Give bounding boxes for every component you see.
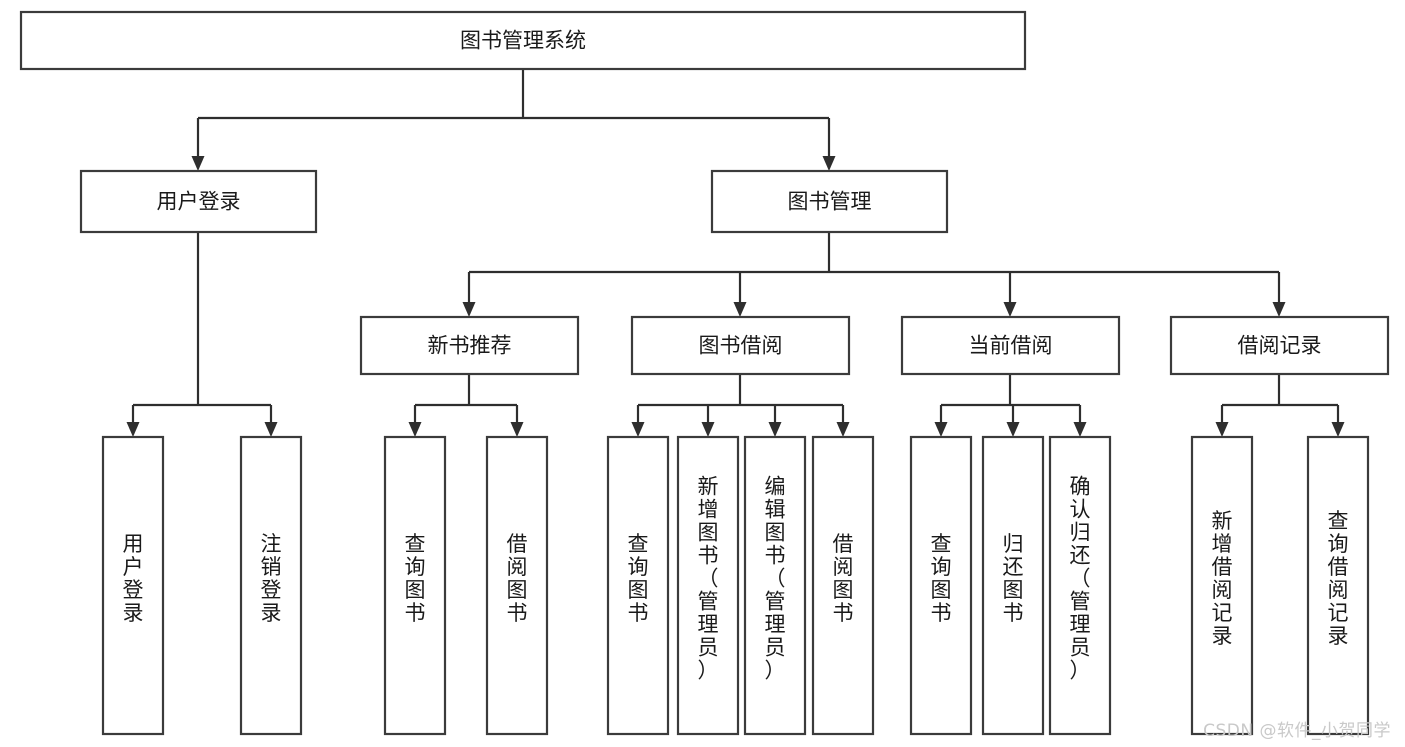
arrow-head-icon bbox=[408, 422, 422, 437]
node-label-leaf-edit-book-admin: 编辑图书（管理员） bbox=[765, 475, 786, 683]
arrow-head-icon bbox=[1272, 302, 1286, 317]
arrow-head-icon bbox=[733, 302, 747, 317]
arrow-head-icon bbox=[191, 156, 205, 171]
node-label-leaf-user-login: 用户登录 bbox=[123, 532, 144, 625]
node-leaf-add-borrow-record[interactable]: 新增借阅记录 bbox=[1190, 435, 1254, 736]
node-borrow-record[interactable]: 借阅记录 bbox=[1169, 315, 1390, 376]
arrow-head-icon bbox=[510, 422, 524, 437]
node-leaf-user-login[interactable]: 用户登录 bbox=[101, 435, 165, 736]
node-leaf-edit-book-admin[interactable]: 编辑图书（管理员） bbox=[743, 435, 807, 736]
node-undefined[interactable]: 图书管理系统 bbox=[19, 10, 1027, 71]
arrow-head-icon bbox=[836, 422, 850, 437]
node-box-book-borrow bbox=[630, 315, 851, 376]
node-box-user-login bbox=[79, 169, 318, 234]
node-label-leaf-query-book-borrow: 查询图书 bbox=[628, 532, 649, 625]
node-box-leaf-query-book-recommend bbox=[383, 435, 447, 736]
node-label-leaf-borrow-book: 借阅图书 bbox=[833, 532, 854, 625]
connector-level2_borrow_record_to_leaves bbox=[1215, 374, 1345, 437]
arrow-head-icon bbox=[934, 422, 948, 437]
node-label-leaf-query-borrow-record: 查询借阅记录 bbox=[1328, 509, 1349, 648]
connector-level1_book_mgmt_to_level2 bbox=[462, 232, 1286, 317]
node-current-borrow[interactable]: 当前借阅 bbox=[900, 315, 1121, 376]
node-new-book-recommend[interactable]: 新书推荐 bbox=[359, 315, 580, 376]
node-label-book-borrow: 图书借阅 bbox=[699, 334, 783, 358]
arrow-head-icon bbox=[631, 422, 645, 437]
node-label-user-login: 用户登录 bbox=[157, 190, 241, 214]
node-label-leaf-confirm-return-admin: 确认归还（管理员） bbox=[1070, 475, 1091, 683]
connector-level2_book_borrow_to_leaves bbox=[631, 374, 850, 437]
node-leaf-return-book[interactable]: 归还图书 bbox=[981, 435, 1045, 736]
node-label-new-book-recommend: 新书推荐 bbox=[428, 334, 512, 358]
node-box-undefined bbox=[19, 10, 1027, 71]
node-box-new-book-recommend bbox=[359, 315, 580, 376]
node-box-leaf-return-book bbox=[981, 435, 1045, 736]
node-leaf-add-book-admin[interactable]: 新增图书（管理员） bbox=[676, 435, 740, 736]
node-label-borrow-record: 借阅记录 bbox=[1238, 334, 1322, 358]
node-leaf-query-book-recommend[interactable]: 查询图书 bbox=[383, 435, 447, 736]
node-box-leaf-confirm-return-admin bbox=[1048, 435, 1112, 736]
node-leaf-query-book-current[interactable]: 查询图书 bbox=[909, 435, 973, 736]
arrow-head-icon bbox=[126, 422, 140, 437]
node-box-book-management bbox=[710, 169, 949, 234]
connector-level2_new_book_to_leaves bbox=[408, 374, 524, 437]
connector-level2_current_borrow_to_leaves bbox=[934, 374, 1087, 437]
node-box-leaf-borrow-book-recommend bbox=[485, 435, 549, 736]
node-leaf-logout-login[interactable]: 注销登录 bbox=[239, 435, 303, 736]
node-box-leaf-query-borrow-record bbox=[1306, 435, 1370, 736]
node-box-current-borrow bbox=[900, 315, 1121, 376]
node-book-management[interactable]: 图书管理 bbox=[710, 169, 949, 234]
arrow-head-icon bbox=[768, 422, 782, 437]
node-box-leaf-query-book-current bbox=[909, 435, 973, 736]
node-label-leaf-return-book: 归还图书 bbox=[1003, 532, 1024, 625]
node-label-leaf-borrow-book-recommend: 借阅图书 bbox=[507, 532, 528, 625]
node-label-current-borrow: 当前借阅 bbox=[969, 334, 1053, 358]
arrow-head-icon bbox=[822, 156, 836, 171]
arrow-head-icon bbox=[1003, 302, 1017, 317]
node-box-leaf-query-book-borrow bbox=[606, 435, 670, 736]
node-user-login[interactable]: 用户登录 bbox=[79, 169, 318, 234]
node-leaf-confirm-return-admin[interactable]: 确认归还（管理员） bbox=[1048, 435, 1112, 736]
node-box-leaf-user-login bbox=[101, 435, 165, 736]
node-leaf-query-book-borrow[interactable]: 查询图书 bbox=[606, 435, 670, 736]
node-label-book-management: 图书管理 bbox=[788, 190, 872, 214]
node-label-leaf-logout-login: 注销登录 bbox=[261, 532, 282, 625]
node-box-leaf-add-book-admin bbox=[676, 435, 740, 736]
arrow-head-icon bbox=[462, 302, 476, 317]
node-box-leaf-edit-book-admin bbox=[743, 435, 807, 736]
node-label-leaf-query-book-current: 查询图书 bbox=[931, 532, 952, 625]
node-book-borrow[interactable]: 图书借阅 bbox=[630, 315, 851, 376]
node-leaf-borrow-book-recommend[interactable]: 借阅图书 bbox=[485, 435, 549, 736]
connector-level1_user_login_to_leaves bbox=[126, 232, 278, 437]
node-box-borrow-record bbox=[1169, 315, 1390, 376]
watermark-label: CSDN @软件_小贺同学 bbox=[1203, 721, 1391, 741]
arrow-head-icon bbox=[1006, 422, 1020, 437]
arrow-head-icon bbox=[1073, 422, 1087, 437]
node-label-leaf-add-borrow-record: 新增借阅记录 bbox=[1212, 509, 1233, 648]
node-box-leaf-logout-login bbox=[239, 435, 303, 736]
arrow-head-icon bbox=[1215, 422, 1229, 437]
node-label-leaf-query-book-recommend: 查询图书 bbox=[405, 532, 426, 625]
nodes-layer: 图书管理系统用户登录图书管理新书推荐图书借阅当前借阅借阅记录用户登录注销登录查询… bbox=[19, 10, 1390, 736]
arrow-head-icon bbox=[264, 422, 278, 437]
node-label-leaf-add-book-admin: 新增图书（管理员） bbox=[698, 475, 719, 683]
node-box-leaf-borrow-book bbox=[811, 435, 875, 736]
node-box-leaf-add-borrow-record bbox=[1190, 435, 1254, 736]
node-leaf-borrow-book[interactable]: 借阅图书 bbox=[811, 435, 875, 736]
connectors-layer bbox=[126, 69, 1345, 437]
connector-root_to_level1 bbox=[191, 69, 836, 171]
node-label-undefined: 图书管理系统 bbox=[460, 29, 586, 53]
arrow-head-icon bbox=[701, 422, 715, 437]
node-leaf-query-borrow-record[interactable]: 查询借阅记录 bbox=[1306, 435, 1370, 736]
arrow-head-icon bbox=[1331, 422, 1345, 437]
